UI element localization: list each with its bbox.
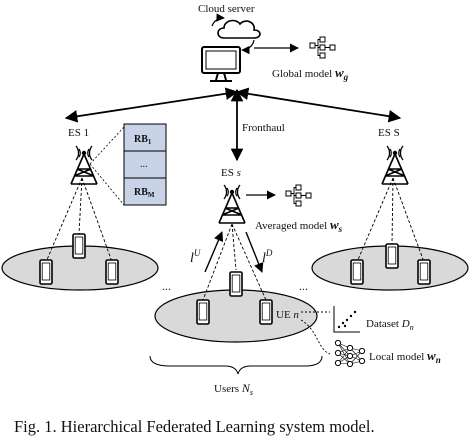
computer-icon: [201, 46, 241, 82]
phone-icon: [196, 299, 210, 325]
users-brace: [149, 355, 323, 375]
rb-mid-label: ...: [140, 159, 148, 170]
ellipsis-right: ...: [299, 279, 308, 293]
downlink-arrow: [245, 231, 264, 273]
averaged-model-label: Averaged model ws: [255, 217, 343, 234]
figure-caption: Fig. 1. Hierarchical Federated Learning …: [14, 417, 375, 436]
uplink-label: lU: [190, 248, 201, 266]
es-right-label: ES S: [378, 127, 400, 139]
tree-model-icon: [309, 36, 336, 59]
fronthaul-label: Fronthaul: [242, 122, 285, 134]
es-mid-label: ES s: [221, 167, 241, 179]
wireless-links-mid: [202, 223, 267, 301]
fronthaul-link-left: [64, 87, 239, 123]
phone-icon: [105, 259, 119, 285]
tower-icon: [381, 145, 409, 185]
phone-icon: [39, 259, 53, 285]
wireless-links-right: [356, 177, 425, 263]
phone-icon: [259, 299, 273, 325]
tower-icon: [218, 184, 246, 224]
cloud-server-label: Cloud server: [198, 3, 255, 15]
phone-icon: [350, 259, 364, 285]
global-model-label: Global model wg: [272, 65, 349, 82]
uplink-arrow: [204, 231, 224, 273]
neural-network-icon: [334, 339, 366, 368]
phone-icon: [229, 271, 243, 297]
phone-icon: [72, 233, 86, 259]
ue-label: UE n: [276, 309, 299, 321]
scatter-dataset-icon: [333, 306, 360, 333]
es-left-label: ES 1: [68, 127, 89, 139]
rb-last-label: RBM: [134, 187, 155, 199]
rb-first-label: RB1: [134, 134, 152, 146]
tower-icon: [70, 145, 98, 185]
local-model-label: Local model wn: [369, 348, 441, 365]
cloud-icon: [211, 13, 261, 55]
downlink-label: lD: [262, 248, 273, 266]
dataset-label: Dataset Dn: [366, 318, 414, 332]
fronthaul-link-right: [235, 87, 402, 123]
users-label: Users Ns: [214, 381, 253, 397]
resource-block-stack: RB1 ... RBM: [89, 123, 167, 206]
phone-icon: [385, 243, 399, 269]
wireless-links-left: [45, 177, 113, 263]
ellipsis-left: ...: [162, 279, 171, 293]
phone-icon: [417, 259, 431, 285]
local-model-connector: [300, 319, 331, 355]
tree-model-icon: [285, 184, 312, 207]
